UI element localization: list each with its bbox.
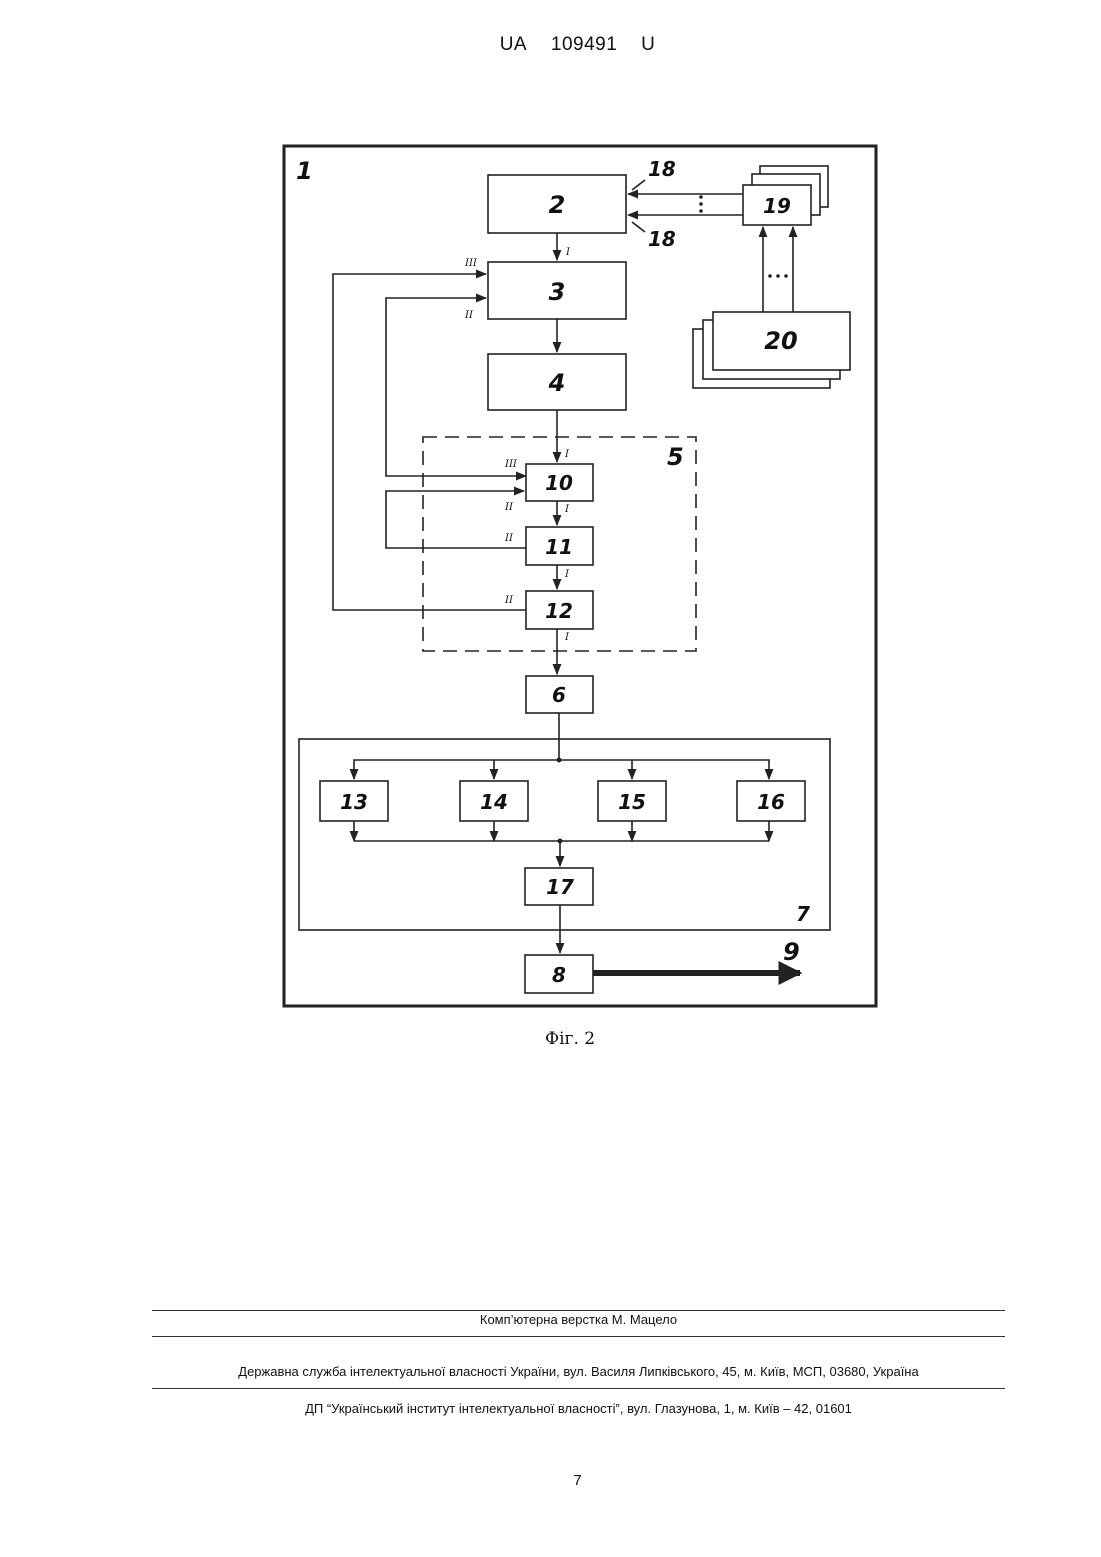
port-3-in-b: II bbox=[464, 310, 474, 321]
port-2-3: I bbox=[565, 247, 571, 258]
label-13: 13 bbox=[340, 790, 368, 814]
port-4-10: I bbox=[564, 449, 570, 460]
port-11-out: II bbox=[504, 533, 514, 544]
label-10: 10 bbox=[545, 471, 573, 495]
port-10-out: III bbox=[504, 459, 518, 470]
label-1: 1 bbox=[296, 157, 313, 185]
label-2: 2 bbox=[549, 191, 566, 219]
port-12-out: II bbox=[504, 595, 514, 606]
port-10-11: I bbox=[564, 504, 570, 515]
label-18-top: 18 bbox=[648, 157, 676, 181]
page-number: 7 bbox=[0, 1472, 1101, 1489]
label-14: 14 bbox=[480, 790, 508, 814]
label-20: 20 bbox=[764, 327, 797, 355]
label-11: 11 bbox=[545, 535, 573, 559]
port-3-in-a: III bbox=[464, 258, 478, 269]
footer-rule-1 bbox=[152, 1310, 1005, 1311]
figure-caption: Фіг. 2 bbox=[545, 1029, 595, 1049]
label-8: 8 bbox=[552, 963, 566, 987]
label-15: 15 bbox=[618, 790, 646, 814]
label-7: 7 bbox=[796, 902, 810, 926]
label-19: 19 bbox=[763, 194, 791, 218]
footer-layout-credit: Комп’ютерна верстка М. Мацело bbox=[152, 1312, 1005, 1327]
label-9: 9 bbox=[783, 938, 800, 966]
label-18-bottom: 18 bbox=[648, 227, 676, 251]
label-3: 3 bbox=[549, 278, 566, 306]
footer-agency: Державна служба інтелектуальної власност… bbox=[152, 1364, 1005, 1379]
port-11-12: I bbox=[564, 569, 570, 580]
label-4: 4 bbox=[548, 369, 566, 397]
label-12: 12 bbox=[545, 599, 573, 623]
label-17: 17 bbox=[546, 875, 574, 899]
block-diagram: 1 2 3 4 5 20 9 19 10 11 12 6 13 14 15 16… bbox=[0, 0, 1101, 1060]
footer-institute: ДП “Український інститут інтелектуальної… bbox=[152, 1401, 1005, 1416]
label-6: 6 bbox=[552, 683, 566, 707]
label-16: 16 bbox=[757, 790, 785, 814]
port-10-in: II bbox=[504, 502, 514, 513]
block-7-frame bbox=[299, 739, 830, 930]
footer-rule-2 bbox=[152, 1336, 1005, 1337]
label-5: 5 bbox=[667, 443, 684, 471]
footer-rule-3 bbox=[152, 1388, 1005, 1389]
port-12-6: I bbox=[564, 632, 570, 643]
